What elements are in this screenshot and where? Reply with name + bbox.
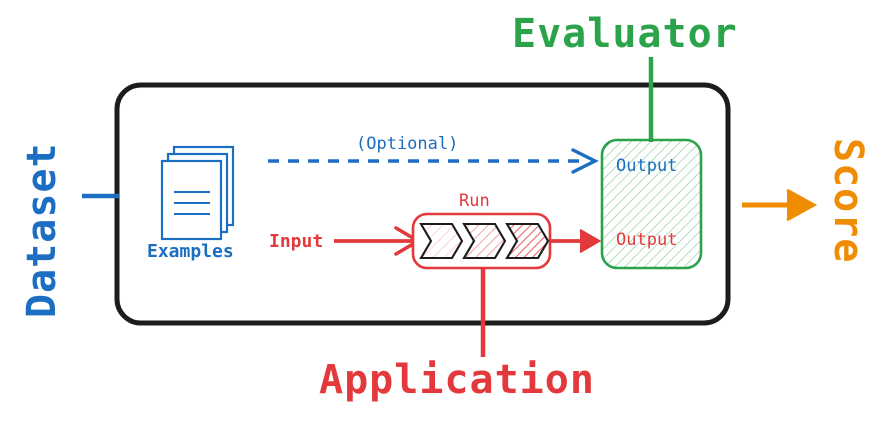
run-chevron-2: [462, 222, 507, 260]
evaluator-output-box: [600, 138, 703, 270]
run-label: Run: [459, 191, 490, 211]
input-label: Input: [269, 231, 324, 252]
optional-edge: [268, 148, 599, 174]
evaluator-label: Evaluator: [512, 11, 738, 57]
run-to-output-edge: [550, 228, 602, 254]
score-label: Score: [825, 138, 871, 264]
input-edge: [334, 226, 422, 256]
outer-container-box: [114, 82, 731, 326]
examples-stack-icon: [160, 145, 235, 241]
application-label: Application: [319, 357, 595, 403]
examples-label: Examples: [147, 241, 234, 262]
optional-label: (Optional): [356, 134, 459, 154]
score-edge: [742, 188, 818, 222]
output-top-label: Output: [616, 156, 678, 176]
run-pipeline-box: [411, 212, 552, 270]
dataset-label: Dataset: [19, 142, 65, 318]
run-chevron-3: [505, 222, 550, 260]
output-bottom-label: Output: [616, 230, 678, 250]
run-chevron-1: [419, 222, 464, 260]
